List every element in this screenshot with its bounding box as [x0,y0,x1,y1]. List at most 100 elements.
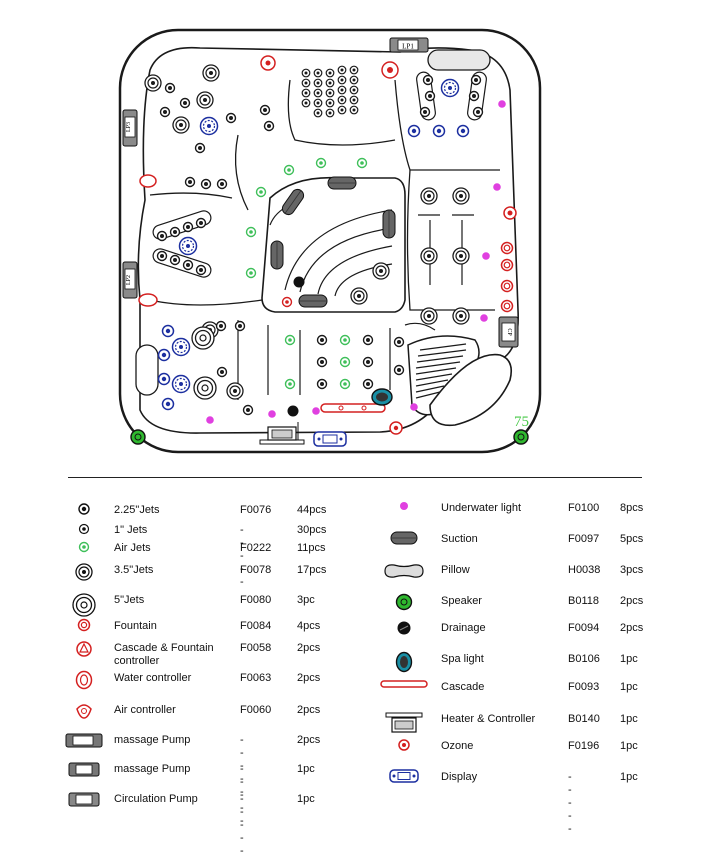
jet-35-icon [74,562,94,586]
jet-5-icon [71,592,97,622]
legend-code: F0097 [568,533,600,545]
lounger-seat [407,335,513,427]
legend-code: ----- [240,734,244,798]
legend-name: Air Jets [114,542,151,554]
legend-qty: 1pc [620,681,638,693]
legend-name: 3.5"Jets [114,564,154,576]
jet-225-icon [77,502,91,520]
legend-code: H0038 [568,564,601,576]
legend-code: F0196 [568,740,600,752]
legend-code: F0060 [240,704,272,716]
legend-code: ----- [240,524,244,588]
legend-qty: 30pcs [297,524,327,536]
heater-controller [259,422,305,445]
legend-qty: 17pcs [297,564,327,576]
pump-lp1-label: LP1 [402,43,414,51]
water-controller-icon [75,670,93,694]
legend-code: F0084 [240,620,272,632]
pillow-top [427,49,491,71]
air-controller-icon [75,702,93,724]
legend-qty: 44pcs [297,504,327,516]
legend-qty: 2pcs [620,595,644,607]
legend-code: ----- [240,793,244,857]
footwell [261,176,406,313]
legend-qty: 1pc [620,771,638,783]
legend-name: 2.25"Jets [114,504,160,516]
legend-qty: 3pc [297,594,315,606]
display-icon [389,769,419,787]
jet-1-icon [77,522,91,540]
heater-controller-icon [384,711,424,739]
legend-qty: 2pcs [297,642,321,654]
legend-name: Ozone [441,740,474,752]
legend-name: Fountain [114,620,157,632]
legend-name: 5"Jets [114,594,145,606]
legend-code: F0080 [240,594,272,606]
pump-lp1: LP1 [389,37,429,53]
pump-lp3-label: LP3 [126,122,132,132]
legend-name: 1" Jets [114,524,148,536]
legend-divider [68,477,642,478]
legend-qty: 11pcs [297,542,326,554]
display-panel [313,431,347,447]
cascade-bar [320,403,386,413]
cascade-fountain-controller-icon [75,640,93,662]
speaker-icon [395,593,413,615]
legend-qty: 1pc [620,713,638,725]
legend-qty: 2pcs [620,622,644,634]
legend-qty: 1pc [297,793,315,805]
legend-qty: 2pcs [297,672,321,684]
legend-code: F0076 [240,504,272,516]
legend-qty: 4pcs [297,620,321,632]
legend-name: Spa light [441,653,484,665]
legend-code: F0222 [240,542,272,554]
legend-name: Cascade & Fountain controller [114,642,214,667]
legend-qty: 1pc [297,763,315,775]
legend-qty: 1pc [620,653,638,665]
circulation-pump-icon [68,791,100,811]
legend-name: Circulation Pump [114,793,198,805]
legend-name: Air controller [114,704,176,716]
legend-qty: 1pc [620,740,638,752]
legend-name: Speaker [441,595,482,607]
legend-name: Cascade [441,681,485,693]
drainage-icon [396,620,412,640]
legend-code: F0063 [240,672,272,684]
legend-code: F0094 [568,622,600,634]
pillow-left [135,344,159,396]
legend-qty: 3pcs [620,564,644,576]
legend-name: Pillow [441,564,470,576]
legend-code: B0118 [568,595,599,607]
massage-pump-lp1-icon [65,732,103,752]
ozone-icon [397,738,411,756]
fountain-icon [77,618,91,636]
drainage [287,405,299,417]
legend-name: Drainage [441,622,486,634]
legend-code: F0058 [240,642,272,654]
legend-code: F0078 [240,564,272,576]
legend-code: B0140 [568,713,600,725]
suction-icon [390,531,418,549]
pump-lp2: LP2 [122,261,138,299]
air-jet-icon [77,540,91,558]
underwater-light-icon [398,500,410,516]
cascade-icon [380,679,428,693]
legend-code: F0093 [568,681,600,693]
pump-cp-label: CP [506,328,512,336]
legend-name: Underwater light [441,502,522,514]
legend-code: B0106 [568,653,600,665]
legend-name: massage Pump [114,734,191,746]
legend-qty: 2pcs [297,734,321,746]
pillow-icon [382,562,426,584]
spa-light-icon [395,651,413,677]
legend-name: Water controller [114,672,192,684]
corner-number: 75 [514,414,529,430]
legend-name: Suction [441,533,478,545]
pump-lp3: LP3 [122,109,138,147]
spa-layout-diagram: LP1 LP3 LP2 CP [118,28,542,454]
pump-cp: CP [498,316,519,348]
pump-lp2-label: LP2 [126,275,132,285]
legend-qty: 2pcs [297,704,321,716]
massage-pump-lp3-icon [68,761,100,781]
legend-qty: 8pcs [620,502,644,514]
